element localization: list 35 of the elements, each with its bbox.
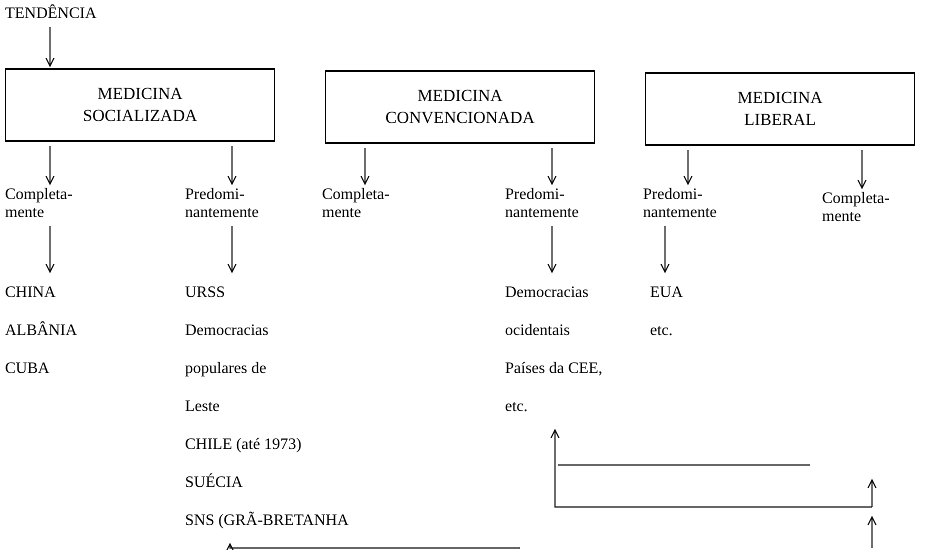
- arrow: [227, 226, 237, 273]
- category-box: MEDICINA SOCIALIZADA: [5, 68, 275, 142]
- arrow: [45, 146, 55, 185]
- category-label: Predomi- nantemente: [643, 186, 743, 222]
- country-text: etc.: [650, 321, 673, 341]
- arrow: [45, 226, 55, 273]
- arrow: [227, 146, 237, 185]
- category-box: MEDICINA CONVENCIONADA: [325, 70, 595, 144]
- arrow: [225, 543, 520, 550]
- category-label: Completa- mente: [5, 186, 85, 222]
- category-box: MEDICINA LIBERAL: [645, 72, 915, 146]
- country-text: SUÉCIA: [185, 472, 243, 493]
- arrow: [45, 27, 55, 67]
- country-text: CHILE (até 1973): [185, 435, 302, 455]
- category-label: Completa- mente: [322, 186, 402, 222]
- category-label: Completa- mente: [822, 190, 902, 226]
- country-text: Democracias ocidentais: [505, 283, 590, 341]
- country-text: CUBA: [5, 359, 50, 379]
- arrow: [660, 226, 670, 273]
- category-label: Predomi- nantemente: [505, 186, 605, 222]
- country-text: EUA: [650, 283, 683, 303]
- category-label: Predomi- nantemente: [185, 186, 285, 222]
- country-text: URSS: [185, 283, 226, 303]
- country-text: SNS (GRÃ-BRETANHA: [185, 510, 349, 531]
- country-text: Democracias populares de Leste: [185, 321, 270, 417]
- arrow: [360, 148, 370, 185]
- country-text: ALBÂNIA: [5, 320, 77, 341]
- arrow: [547, 148, 557, 185]
- arrow: [547, 226, 557, 273]
- arrow: [683, 150, 693, 185]
- country-text: CHINA: [5, 283, 56, 303]
- country-text: Países da CEE, etc.: [505, 359, 604, 417]
- arrow: [550, 429, 872, 508]
- arrow: [857, 150, 867, 189]
- heading-text: TENDÊNCIA: [5, 5, 115, 23]
